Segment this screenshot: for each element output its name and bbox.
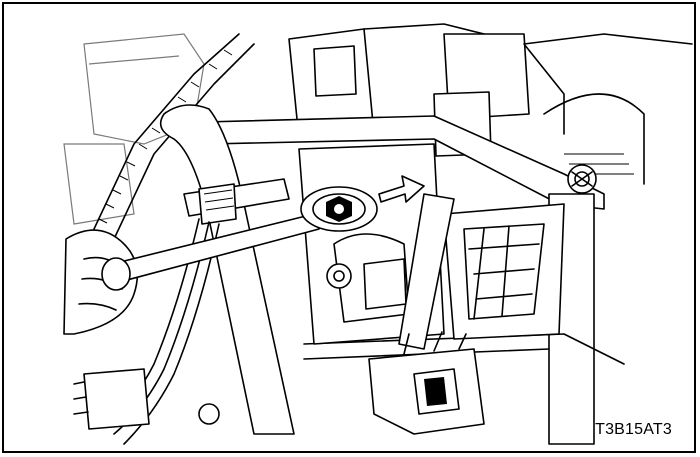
hose-clamp (183, 178, 290, 225)
diagram-frame: T3B15AT3 (2, 2, 696, 453)
lower-bracket (198, 331, 485, 435)
engine-mount-web (443, 203, 565, 340)
direction-arrow-icon (378, 175, 425, 203)
mount-nut (300, 186, 378, 232)
engine-mount-illustration (63, 23, 693, 445)
figure-code: T3B15AT3 (595, 421, 672, 438)
harness-connector (73, 368, 150, 430)
frame-bolt (567, 164, 597, 194)
coolant-hose (159, 104, 455, 435)
hand-with-wrench (63, 213, 320, 335)
